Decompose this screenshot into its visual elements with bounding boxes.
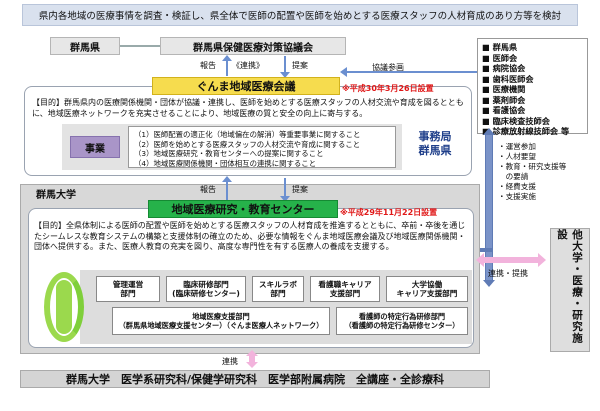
bottom-arrow-down: [246, 362, 258, 368]
arrow-head-down-2: [280, 196, 290, 202]
teikei-arrow: [482, 257, 540, 263]
dept-regional-support: 地域医療支援部門 （群馬県地域医療支援センター）（ぐんま医療人ネットワーク）: [112, 307, 330, 335]
support-arrow-elbow: [474, 248, 492, 252]
support-arrow-up: [483, 128, 495, 135]
center-title: 地域医療研究・教育センター: [171, 203, 315, 216]
dept-nurse-specific: 看護師の特定行為研修部門 （看護師の特定行為研修センター）: [336, 307, 468, 335]
teikei-arrow-right: [538, 253, 546, 267]
organizations-box: ■ 群馬県 ■ 医師会 ■ 病院協会 ■ 歯科医師会 ■ 医療機関 ■ 薬剤師会…: [477, 38, 588, 136]
support-item: ・運営参加: [498, 142, 536, 151]
bottom-arrow-bar: [249, 355, 255, 363]
center-date: ※平成29年11月22日設置: [340, 208, 438, 217]
org-item: ■ 歯科医師会: [482, 73, 534, 84]
dept-skills-lab: スキルラボ 部門: [252, 276, 304, 302]
center-purpose: 【目的】全県体制による医師の配置や医師を始めとする医療スタッフの人材育成を推進す…: [34, 221, 466, 251]
org-item: ■ 群馬県: [482, 42, 518, 52]
teikei-arrow-left: [476, 253, 484, 267]
dept-nursing-career: 看護職キャリア 支援部門: [310, 276, 380, 302]
jigyo-item: （4）地域医療関係機関・団体相互の連携に関すること: [134, 158, 317, 168]
teikei-label: 連携・提携: [488, 269, 528, 278]
arrow-up-1: [226, 56, 228, 76]
org-item: ■ 病院協会: [482, 63, 526, 73]
arrow-up-2: [226, 178, 228, 200]
kaigi-title: ぐんま地域医療会議: [196, 80, 296, 93]
dept-univ-career: 大学協働 キャリア支援部門: [386, 276, 468, 302]
arrow-down-1: [284, 56, 286, 76]
report-label-2: 報告: [200, 185, 216, 194]
arrow-down-2: [284, 178, 286, 200]
dept-admin: 管理運営 部門: [96, 276, 160, 302]
kaigi-date: ※平成30年3月26日設置: [342, 84, 434, 93]
ring-icon: [44, 272, 84, 342]
kyogi-label: 協議参画: [372, 63, 404, 72]
arrow-head-up-2: [222, 176, 232, 182]
org-item: ■ 薬剤師会: [482, 94, 526, 105]
support-arrow-down: [483, 280, 495, 287]
kyogi-arrow-line: [346, 71, 477, 73]
center-title-box: 地域医療研究・教育センター: [148, 200, 338, 218]
banner-text: 県内各地域の医療事情を調査・検証し、県全体で医師の配置や医師を始めとする医療スタ…: [38, 11, 562, 22]
kyogi-arrow-head: [340, 67, 347, 77]
jigyo-items: （1）医師配置の適正化（地域偏在の解消）等重要事業に関すること （2）医師を始め…: [128, 126, 396, 168]
arrow-head-up-1: [222, 55, 232, 61]
proposal-label-2: 提案: [292, 185, 308, 194]
bottom-bar: 群馬大学 医学系研究科/保健学研究科 医学部附属病院 全講座・全診療科: [20, 370, 490, 388]
org-item: ■ 看護協会: [482, 105, 526, 115]
jigyo-label-box: 事業: [70, 136, 120, 158]
renkei-label-top: 《連携》: [232, 61, 264, 70]
other-univ-label: 他大学・医療・研究施設: [556, 229, 583, 344]
gunma-pref-box: 群馬県: [50, 37, 120, 55]
bottom-label: 群馬大学 医学系研究科/保健学研究科 医学部附属病院 全講座・全診療科: [65, 373, 444, 386]
bottom-arrow-up: [246, 350, 258, 356]
jigyo-label: 事業: [85, 143, 105, 155]
dept-clinical-training: 臨床研修部門 (臨床研修センター): [166, 276, 246, 302]
report-label-1: 報告: [200, 61, 216, 70]
support-item: ・人材要望: [498, 152, 536, 161]
support-item: ・教育・研究支援等: [498, 162, 567, 171]
kaigi-purpose: 【目的】群馬県内の医療関係機関・団体が協議・連携し、医師を始めとする医療スタッフ…: [32, 98, 464, 118]
arrow-head-down-1: [280, 72, 290, 78]
support-item: ・支援実施: [498, 192, 536, 201]
support-item: ・経費支援: [498, 182, 536, 191]
proposal-label-1: 提案: [292, 61, 308, 70]
org-item: ■ 診療放射線技師会 等: [482, 126, 570, 136]
jigyo-item: （3）地域医療研究・教育センターへの提案に関すること: [134, 149, 324, 158]
jigyo-item: （1）医師配置の適正化（地域偏在の解消）等重要事業に関すること: [134, 130, 361, 139]
org-item: ■ 医師会: [482, 52, 518, 63]
council-label: 群馬県保健医療対策協議会: [193, 42, 313, 54]
org-item: ■ 医療機関: [482, 84, 526, 94]
top-banner: 県内各地域の医療事情を調査・検証し、県全体で医師の配置や医師を始めとする医療スタ…: [22, 4, 578, 26]
support-item: の要請: [498, 172, 529, 181]
kaigi-title-box: ぐんま地域医療会議: [152, 77, 340, 95]
renkei-label-bottom: 連携: [222, 357, 238, 366]
other-univ-box: 他大学・医療・研究施設: [550, 228, 590, 352]
council-box: 群馬県保健医療対策協議会: [160, 37, 346, 55]
office-label: 事務局 群馬県: [418, 130, 452, 157]
gunma-pref-label: 群馬県: [70, 42, 100, 54]
ring-icon-bar: [56, 280, 72, 334]
connector-line: [120, 45, 160, 47]
univ-label: 群馬大学: [36, 190, 76, 201]
org-item: ■ 臨床検査技師会: [482, 115, 550, 126]
support-list: ・運営参加 ・人材要望 ・教育・研究支援等 の要請 ・経費支援 ・支援実施: [498, 142, 598, 202]
jigyo-item: （2）医師を始めとする医療スタッフの人材交流や育成に関すること: [134, 139, 361, 149]
